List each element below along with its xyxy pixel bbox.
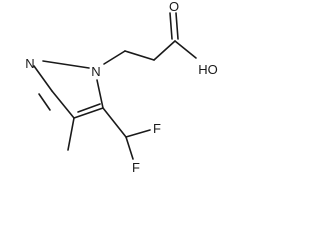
bond-ch2-ch2 — [124, 50, 155, 61]
atom-n-ring-1: N — [91, 64, 100, 79]
bond-c4-c5-double — [77, 103, 101, 113]
bond-n1-n2 — [42, 60, 90, 69]
bond-c-fb — [125, 136, 134, 160]
bond-n1-ch2 — [103, 50, 126, 65]
atom-fluorine-a: F — [153, 121, 161, 136]
bond-c5-n1 — [96, 79, 104, 109]
bond-c-o-double-b — [175, 12, 179, 40]
bond-c4-methyl — [67, 117, 75, 151]
bond-n2-c3 — [33, 65, 53, 92]
bond-c5-chf2 — [102, 107, 127, 138]
atom-fluorine-b: F — [132, 160, 140, 175]
chemical-structure-diagram: N N O HO F F — [25, 0, 218, 175]
atom-carbonyl-oxygen: O — [169, 0, 179, 14]
atom-n-ring-2: N — [25, 56, 34, 71]
bond-c4-c5 — [73, 107, 104, 119]
bond-c-oh — [174, 40, 197, 59]
bond-c-o-double-a — [169, 12, 173, 40]
bond-ch2-cooh — [153, 40, 176, 61]
bond-c3-c4-double — [38, 93, 51, 111]
atom-hydroxyl: HO — [198, 62, 218, 77]
bond-c-fa — [125, 129, 151, 138]
bond-c3-c4 — [51, 90, 75, 119]
